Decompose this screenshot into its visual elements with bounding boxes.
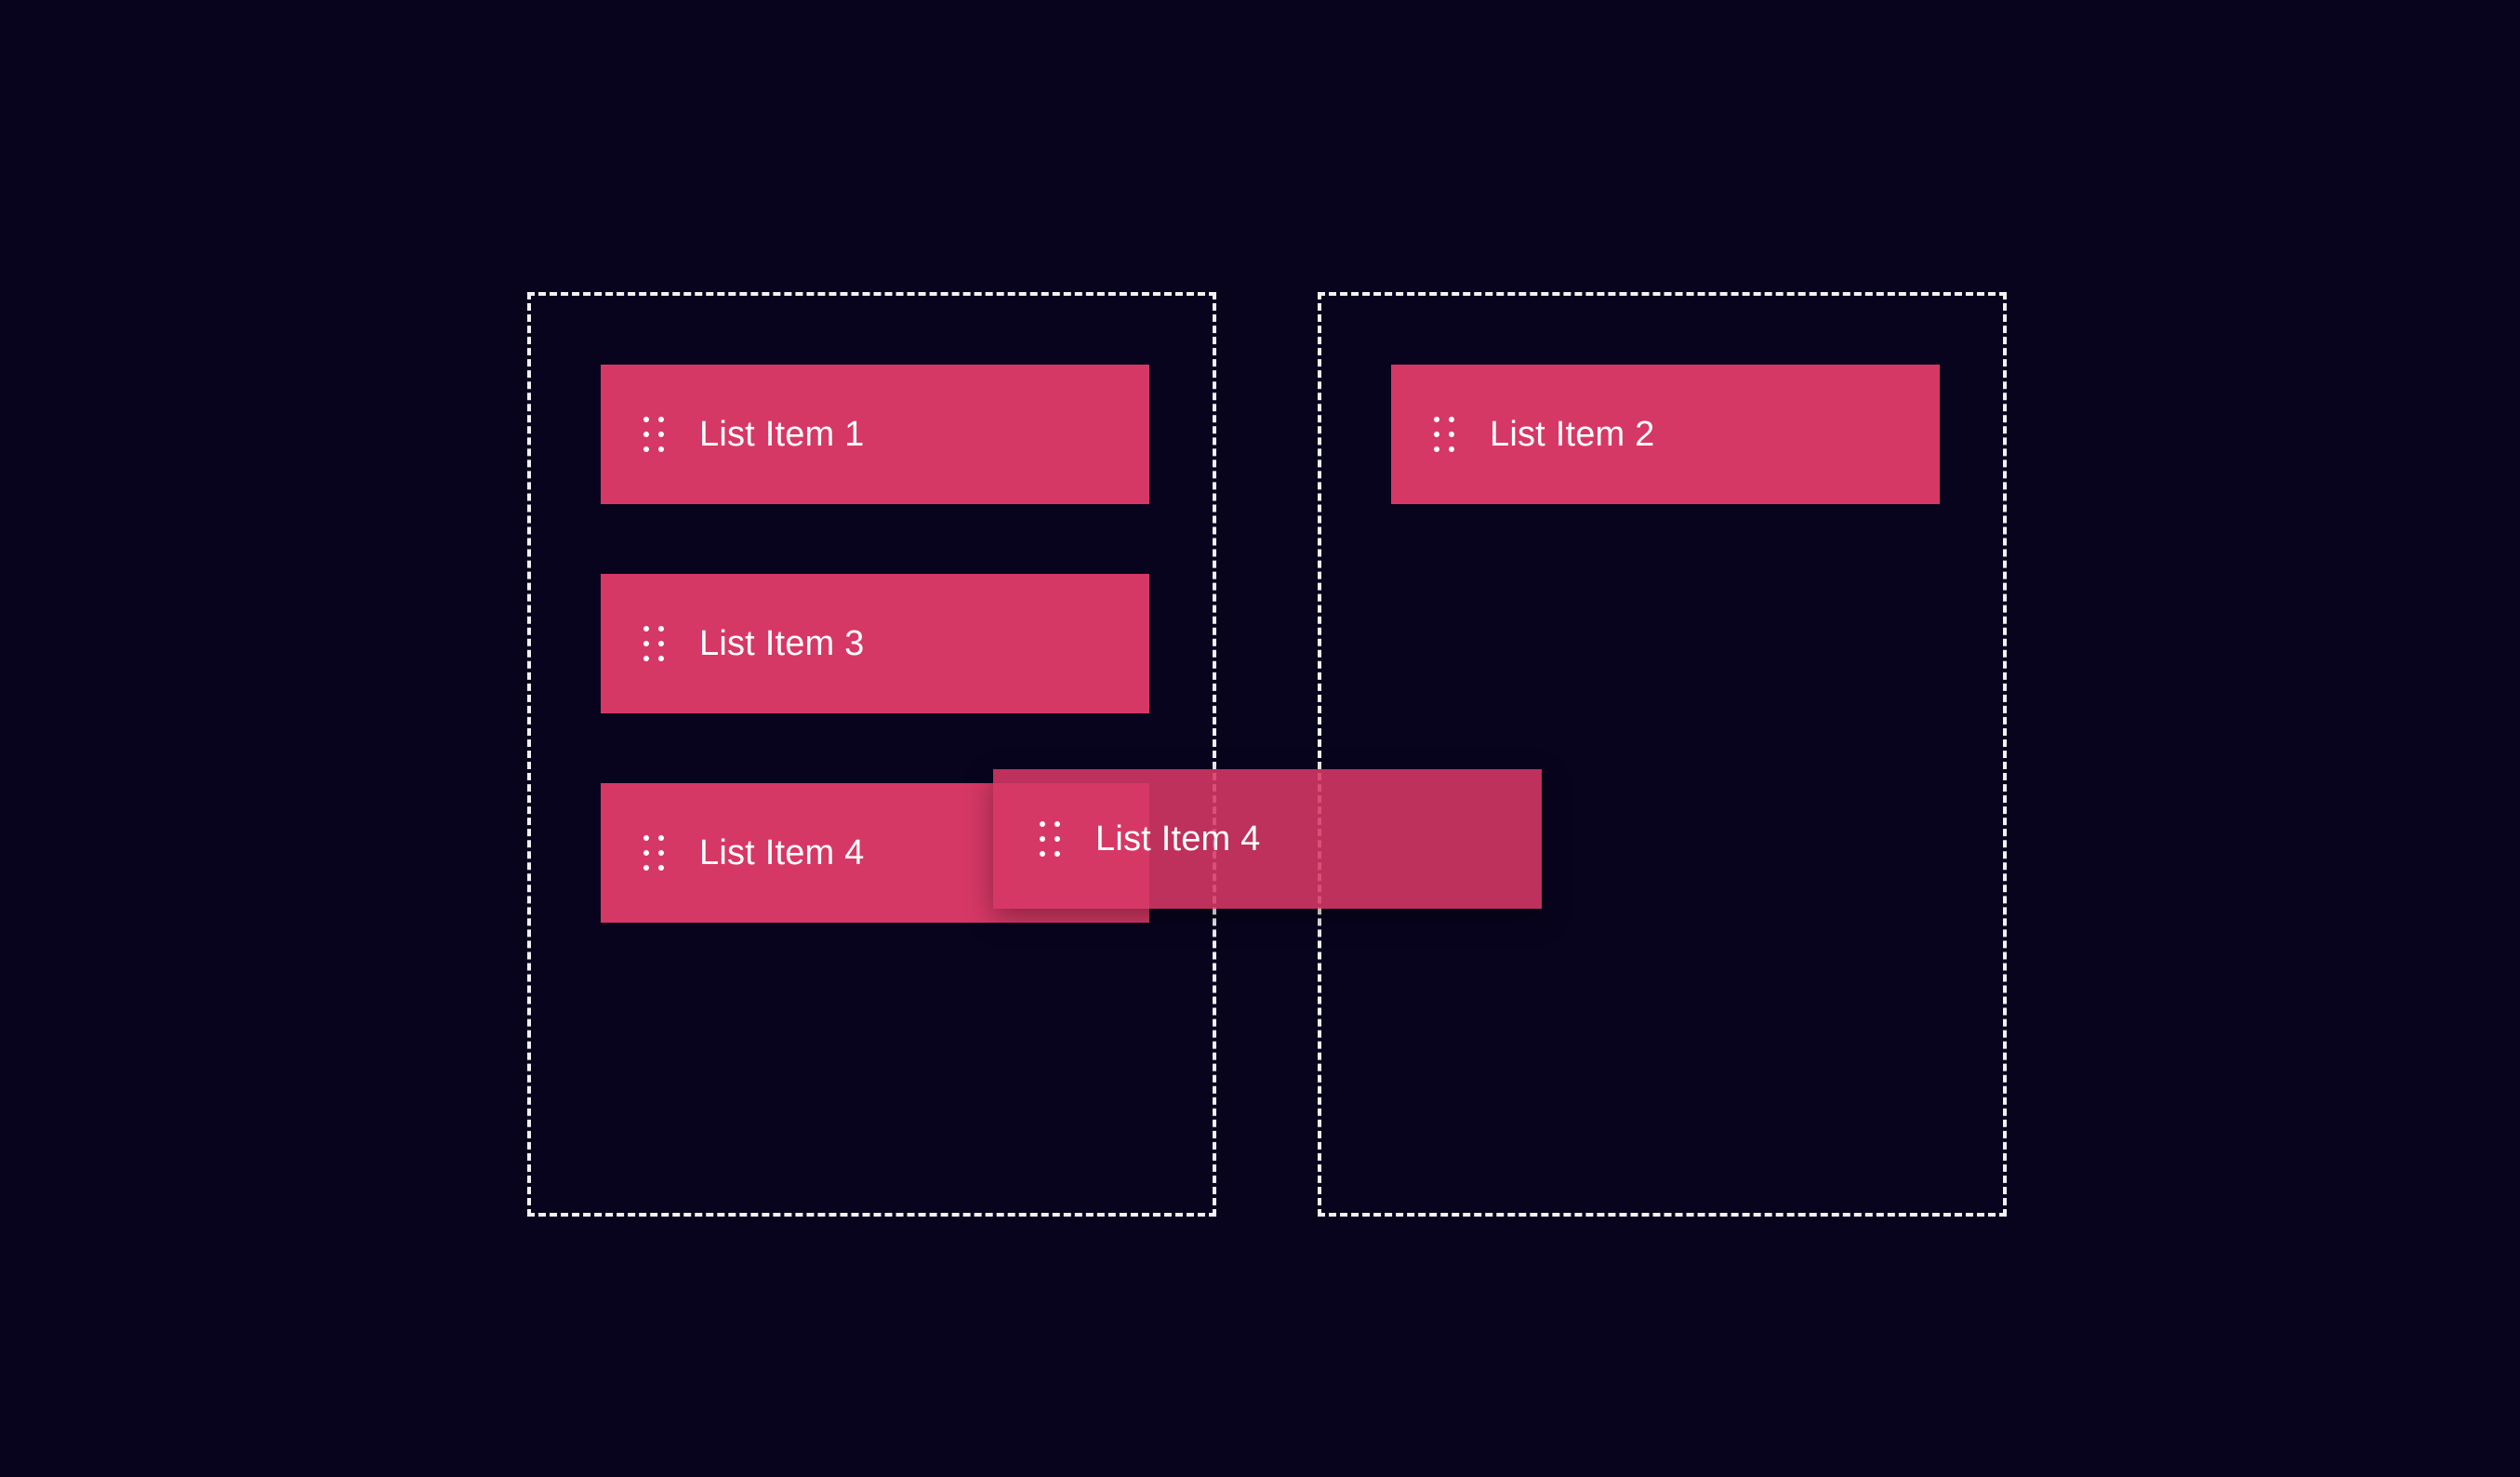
drag-handle-icon[interactable] [643, 417, 664, 452]
right-dropzone[interactable]: List Item 2 [1318, 292, 2007, 1217]
dragging-list-item[interactable]: List Item 4 [993, 769, 1542, 909]
left-dropzone[interactable]: List Item 1 List Item 3 List Item 4 [527, 292, 1216, 1217]
list-item-label: List Item 4 [699, 833, 865, 872]
list-item-label: List Item 1 [699, 415, 865, 454]
drag-handle-icon[interactable] [1434, 417, 1454, 452]
list-item-label: List Item 3 [699, 624, 865, 663]
drag-handle-icon[interactable] [643, 835, 664, 871]
drag-handle-icon[interactable] [643, 626, 664, 661]
dragging-item-label: List Item 4 [1095, 819, 1261, 858]
list-item[interactable]: List Item 3 [601, 574, 1149, 713]
list-item[interactable]: List Item 1 [601, 365, 1149, 504]
drag-handle-icon[interactable] [1040, 821, 1060, 857]
list-item-label: List Item 2 [1490, 415, 1655, 454]
list-item[interactable]: List Item 2 [1391, 365, 1940, 504]
